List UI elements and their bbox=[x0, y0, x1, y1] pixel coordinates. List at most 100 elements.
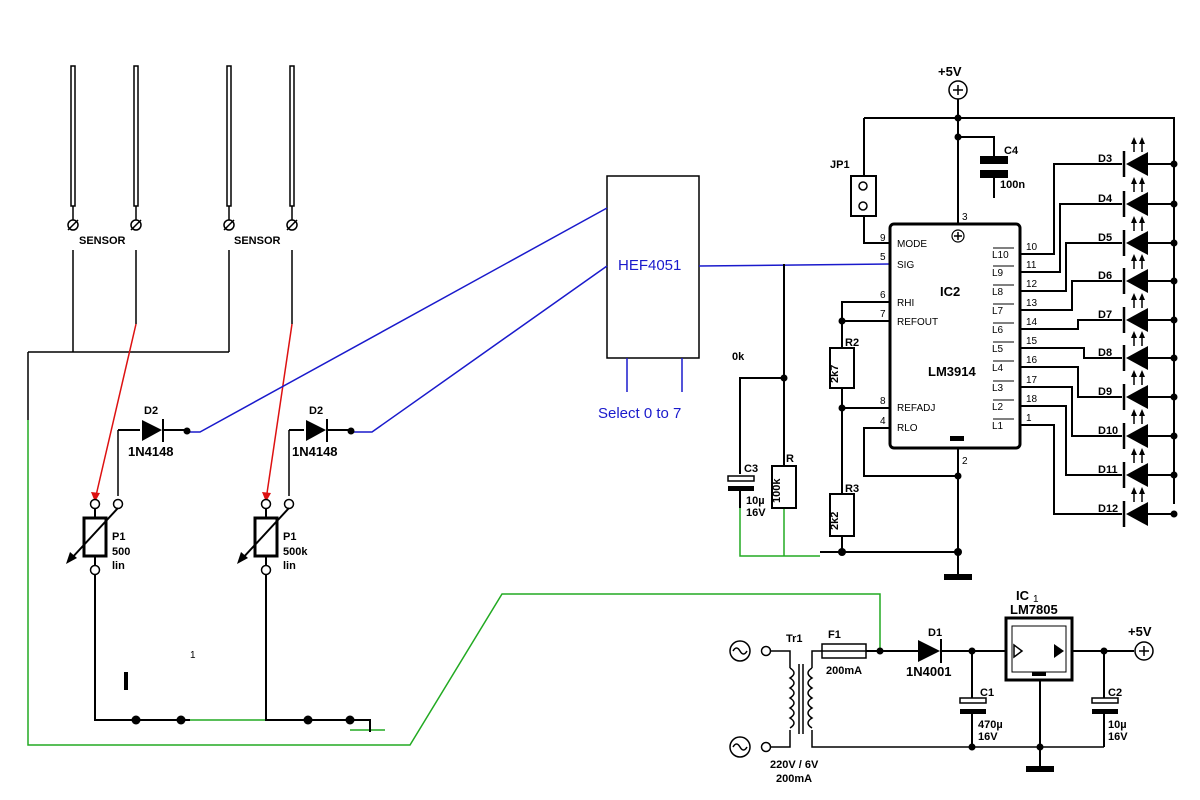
pot-lin: lin bbox=[283, 560, 296, 572]
pin-name: MODE bbox=[897, 239, 927, 250]
diode-icon bbox=[142, 420, 162, 441]
pin-number: 1 bbox=[1026, 413, 1032, 424]
green-wire bbox=[27, 420, 881, 746]
reg-ref: IC bbox=[1016, 588, 1030, 603]
c2-value: 10µ bbox=[1108, 719, 1127, 731]
blue-wire bbox=[698, 263, 891, 267]
c3-value: 10µ bbox=[746, 495, 765, 507]
led-ref: D10 bbox=[1098, 425, 1118, 437]
pin-number: 11 bbox=[1026, 260, 1037, 271]
ic2-ref: IC2 bbox=[940, 284, 960, 299]
c3-ref: C3 bbox=[744, 463, 758, 475]
r-partial: 0k bbox=[732, 351, 745, 363]
led-ref: D9 bbox=[1098, 386, 1112, 398]
led-icon bbox=[1126, 502, 1148, 526]
c1-ref: C1 bbox=[980, 687, 994, 699]
pin-name: L1 bbox=[992, 421, 1004, 432]
pin-name: L10 bbox=[992, 250, 1009, 261]
diode-icon bbox=[918, 640, 940, 662]
led-wire bbox=[1020, 366, 1122, 398]
supply-out-label: +5V bbox=[1128, 624, 1152, 639]
pin-number: 17 bbox=[1026, 375, 1038, 386]
pin-number: 13 bbox=[1026, 298, 1038, 309]
led-ref: D3 bbox=[1098, 153, 1112, 165]
r2-ref: R2 bbox=[845, 337, 859, 349]
reg-sub: 1 bbox=[1033, 594, 1039, 605]
r-ref: R bbox=[786, 453, 794, 465]
led-wire bbox=[1020, 347, 1122, 359]
led-wire bbox=[1020, 424, 1122, 515]
d1-ref: D1 bbox=[928, 627, 942, 639]
led-icon bbox=[1126, 152, 1148, 176]
power-label: +5V bbox=[938, 64, 962, 79]
pin-number: 10 bbox=[1026, 242, 1038, 253]
sensor-group-2: SENSOR bbox=[223, 65, 298, 352]
led-wire bbox=[1020, 280, 1122, 311]
pot-ref: P1 bbox=[112, 531, 125, 543]
c1-value: 470µ bbox=[978, 719, 1003, 731]
pin-name: RHI bbox=[897, 298, 914, 309]
pin-name: REFADJ bbox=[897, 403, 935, 414]
pin-name: L7 bbox=[992, 306, 1004, 317]
c3-volt: 16V bbox=[746, 507, 766, 519]
pin-name: L6 bbox=[992, 325, 1004, 336]
led-wire bbox=[1020, 319, 1122, 330]
ic2-pin-top: 3 bbox=[962, 212, 968, 223]
pin-number: 16 bbox=[1026, 355, 1038, 366]
pin-name: L4 bbox=[992, 363, 1004, 374]
jp1-label: JP1 bbox=[830, 159, 850, 171]
ic2-chip bbox=[888, 222, 1022, 450]
led-wire bbox=[1020, 203, 1122, 273]
r3-value: 2k2 bbox=[829, 512, 841, 530]
resistor-icon bbox=[829, 347, 855, 389]
d1-part: 1N4001 bbox=[906, 664, 952, 679]
pin-name: RLO bbox=[897, 423, 918, 434]
ic2-left-pins: 9 MODE 5 SIG 6 RHI 7 REFOUT 8 REFADJ 4 R… bbox=[880, 233, 938, 434]
pin-name: L5 bbox=[992, 344, 1004, 355]
led-icon bbox=[1126, 424, 1148, 448]
r-value: 100k bbox=[771, 478, 783, 503]
pot-lin: lin bbox=[112, 560, 125, 572]
led-wire bbox=[1020, 242, 1122, 292]
pin-name: L9 bbox=[992, 268, 1004, 279]
led-ref: D11 bbox=[1098, 464, 1118, 476]
led-ref: D12 bbox=[1098, 503, 1118, 515]
signal-diode-2: D2 1N4148 bbox=[288, 405, 355, 496]
red-wire bbox=[94, 323, 137, 501]
regulator-chip bbox=[1004, 616, 1074, 682]
led-icon bbox=[1126, 346, 1148, 370]
c4-ref: C4 bbox=[1004, 145, 1019, 157]
led-icon bbox=[1126, 463, 1148, 487]
led-ref: D5 bbox=[1098, 232, 1112, 244]
diode-icon bbox=[306, 420, 326, 441]
pot-value: 500 bbox=[112, 546, 130, 558]
pin-name: L3 bbox=[992, 383, 1004, 394]
led-icon bbox=[1126, 385, 1148, 409]
pin-number: 9 bbox=[880, 233, 886, 244]
sensor-rod bbox=[289, 65, 295, 207]
ic2-pin-bottom: 2 bbox=[962, 456, 968, 467]
sensor-label: SENSOR bbox=[234, 235, 281, 247]
led-icon bbox=[1126, 192, 1148, 216]
potentiometer-2: P1 500k lin bbox=[237, 498, 371, 732]
transformer-current: 200mA bbox=[776, 773, 812, 785]
resistor-icon bbox=[771, 465, 797, 509]
pin-name: L8 bbox=[992, 287, 1004, 298]
r2-value: 2k7 bbox=[829, 365, 841, 383]
diode-part: 1N4148 bbox=[292, 444, 338, 459]
capacitor-icon bbox=[980, 156, 1008, 164]
blue-wire bbox=[352, 265, 608, 433]
potentiometer-1: P1 500 lin bbox=[66, 498, 190, 725]
mux-name: HEF4051 bbox=[618, 257, 681, 274]
c2-ref: C2 bbox=[1108, 687, 1122, 699]
c4-value: 100n bbox=[1000, 179, 1025, 191]
pin-number: 6 bbox=[880, 290, 886, 301]
sensor-rod bbox=[133, 65, 139, 207]
diode-ref: D2 bbox=[144, 405, 158, 417]
diode-part: 1N4148 bbox=[128, 444, 174, 459]
ground-icon bbox=[1026, 766, 1054, 772]
capacitor-icon bbox=[959, 697, 987, 704]
